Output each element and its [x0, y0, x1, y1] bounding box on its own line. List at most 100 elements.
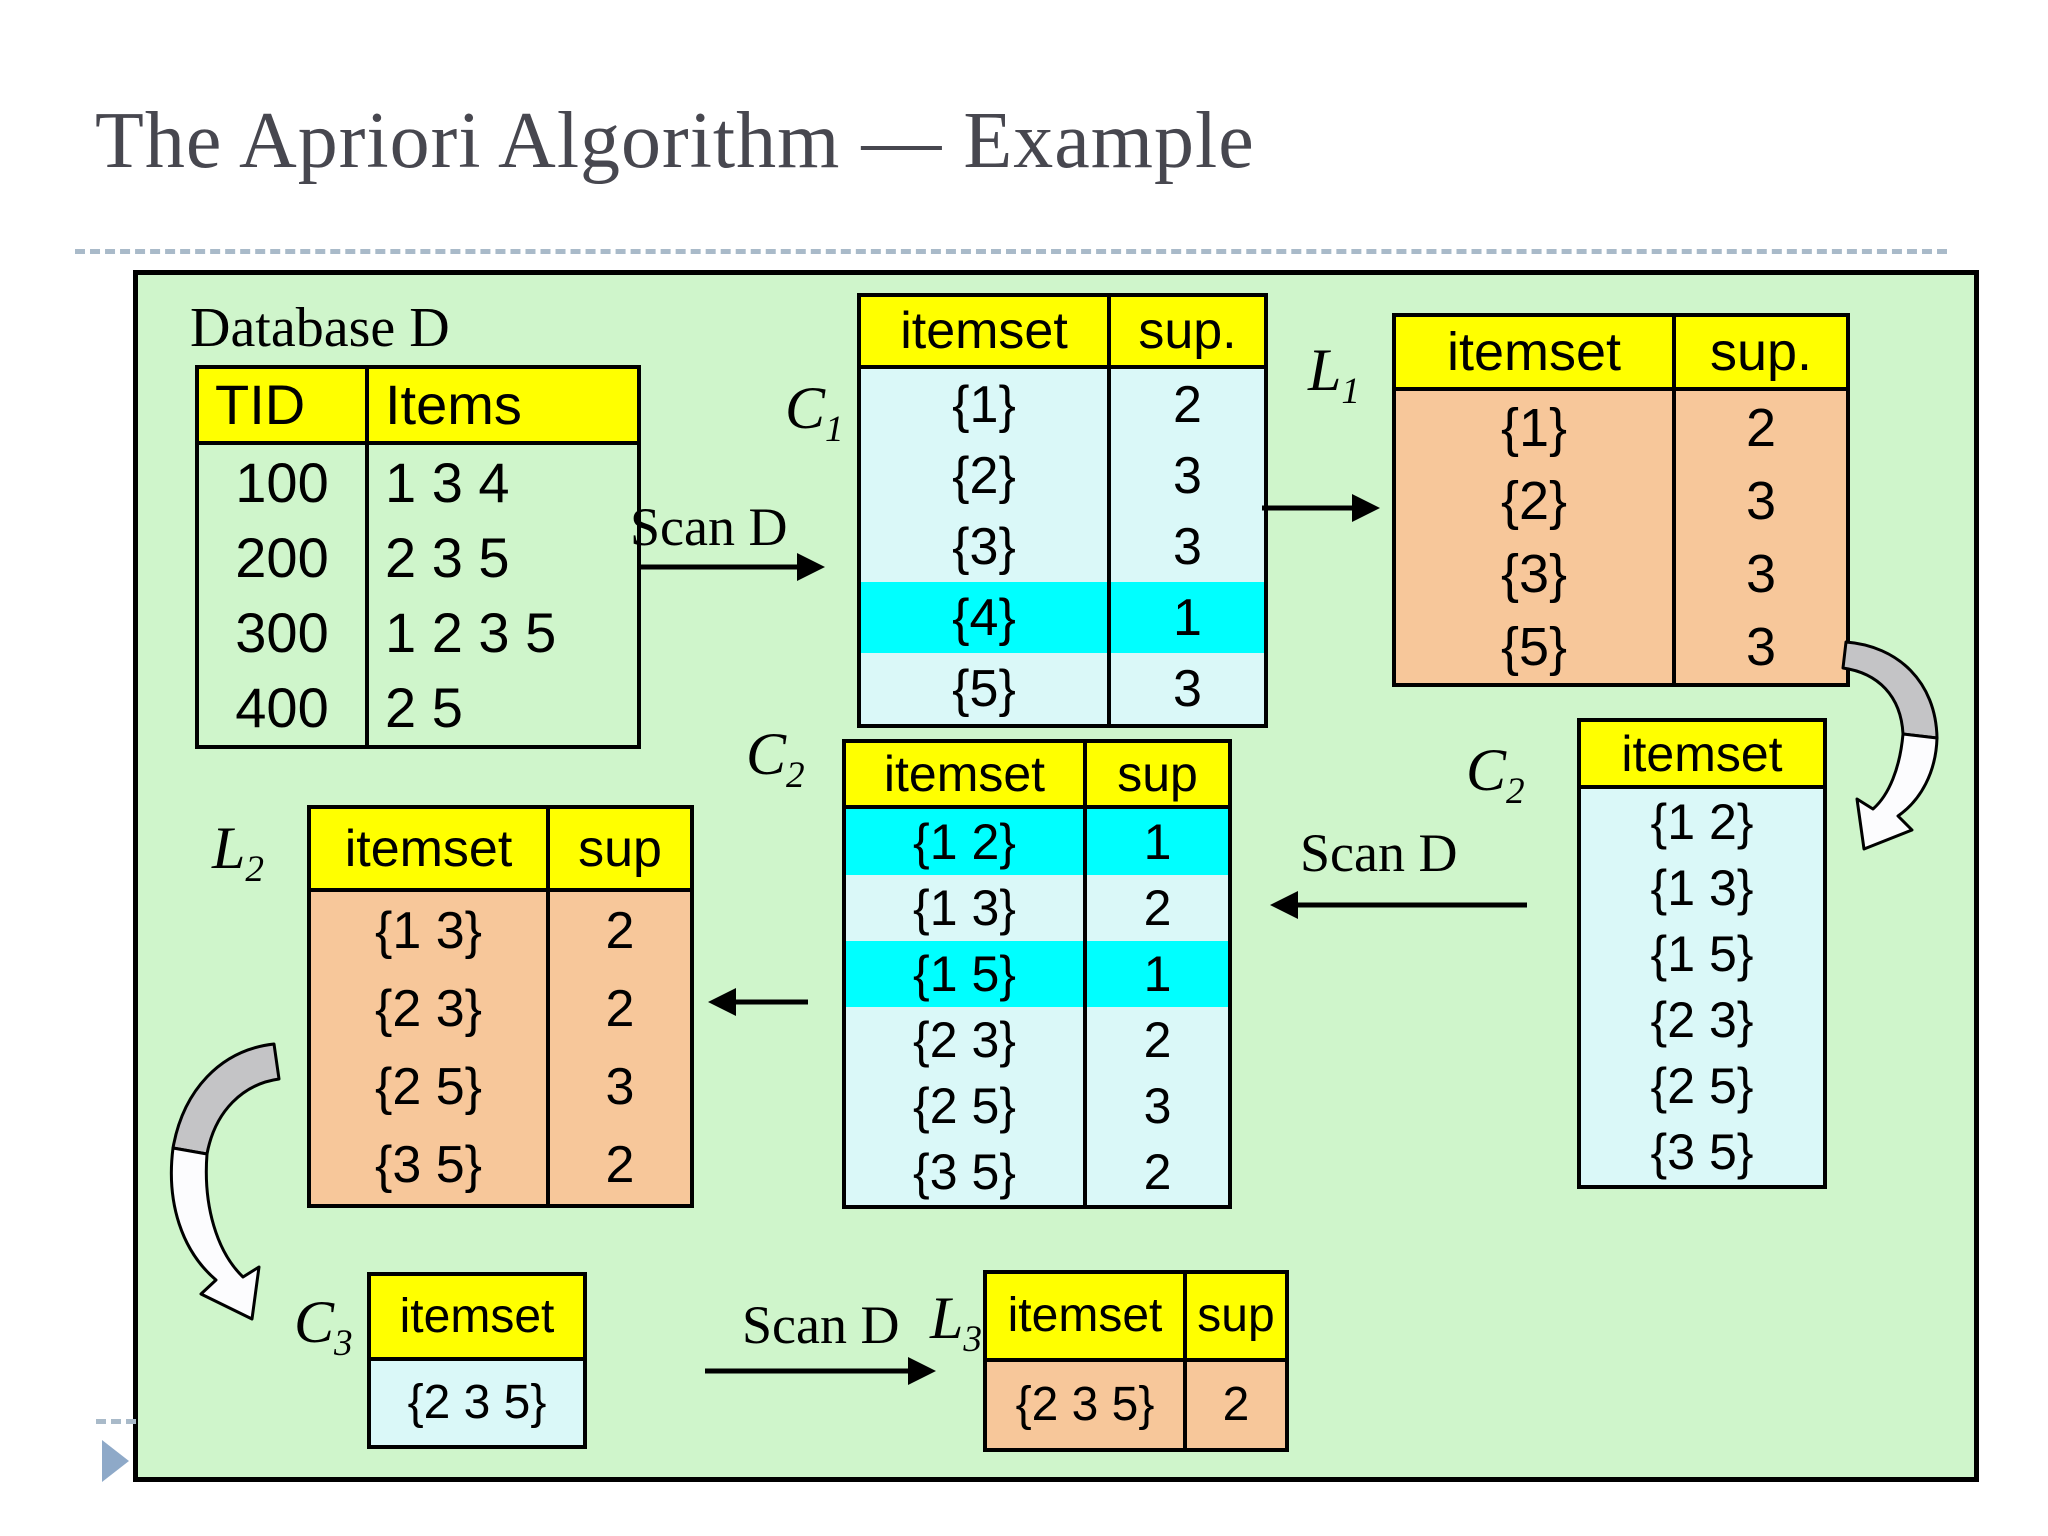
itemset-cell: {1 3} [844, 875, 1085, 941]
itemset-cell: {2 5} [844, 1073, 1085, 1139]
column-header: itemset [369, 1274, 585, 1361]
table-row: 300 1 2 3 5 [197, 595, 639, 670]
itemset-cell: {2 3 5} [985, 1360, 1185, 1450]
table-row: {3 5} [1579, 1119, 1825, 1187]
c3-candidate-table: itemset {2 3 5} [367, 1272, 587, 1449]
tid-cell: 100 [235, 450, 329, 514]
column-header: Items [365, 367, 639, 445]
column-header: itemset [844, 741, 1085, 809]
table-header-row: TID Items [197, 367, 639, 445]
column-header: sup. [1672, 315, 1848, 391]
c2-right-label: C2 [1466, 737, 1525, 813]
column-header: itemset [309, 807, 548, 892]
sup-cell: 3 [1107, 653, 1266, 726]
database-table: TID Items 100 1 3 4 200 2 3 5 300 1 2 3 … [195, 365, 641, 749]
c1-candidate-table: itemset sup. {1} 2 {2} 3 {3} 3 {4} 1 {5}… [857, 293, 1268, 728]
table-row: {1 2} [1579, 787, 1825, 855]
tid-cell: 300 [235, 600, 329, 664]
footer-marker-triangle-icon [102, 1440, 129, 1482]
sup-cell: 2 [1672, 389, 1848, 464]
scan-d-label-2: Scan D [1300, 823, 1458, 883]
table-row: {2} 3 [1394, 464, 1848, 537]
title-divider [75, 249, 1947, 254]
table-row: {2 5} 3 [309, 1048, 692, 1126]
column-header: sup [1083, 741, 1230, 809]
table-row: {3 5} 2 [844, 1139, 1230, 1207]
c2-counted-table: itemset sup {1 2} 1 {1 3} 2 {1 5} 1 {2 3… [842, 739, 1232, 1209]
sup-cell: 2 [546, 970, 692, 1048]
table-row: {2 3} 2 [309, 970, 692, 1048]
sup-cell: 2 [1083, 1139, 1230, 1207]
itemset-cell: {2 5} [1579, 1053, 1825, 1119]
table-row: 400 2 5 [197, 670, 639, 747]
sup-cell: 2 [546, 1126, 692, 1206]
sup-cell: 2 [1083, 875, 1230, 941]
column-header: itemset [1579, 720, 1825, 789]
itemset-cell: {1} [859, 367, 1109, 440]
table-header-row: itemset sup [844, 741, 1230, 809]
sup-cell: 1 [1083, 807, 1230, 875]
itemset-cell: {2 3} [309, 970, 548, 1048]
itemset-cell: {3} [859, 511, 1109, 582]
table-row: {1 3} 2 [844, 875, 1230, 941]
l3-label: L3 [930, 1285, 982, 1361]
sup-cell: 1 [1083, 941, 1230, 1007]
tid-cell: 400 [235, 675, 329, 739]
itemset-cell: {3 5} [309, 1126, 548, 1206]
itemset-cell: {1 5} [1579, 921, 1825, 987]
itemset-cell: {4} [859, 582, 1109, 653]
itemset-cell: {2 3} [1579, 987, 1825, 1053]
table-row: {5} 3 [859, 653, 1266, 726]
column-header: sup. [1107, 295, 1266, 369]
table-row: {3} 3 [1394, 537, 1848, 610]
database-label: Database D [190, 297, 450, 359]
sup-cell: 3 [1672, 610, 1848, 685]
sup-cell: 2 [1107, 367, 1266, 440]
sup-cell: 3 [1672, 464, 1848, 537]
table-row-pruned: {1 2} 1 [844, 807, 1230, 875]
itemset-cell: {2 5} [309, 1048, 548, 1126]
itemset-cell: {3 5} [844, 1139, 1085, 1207]
itemset-cell: {2} [859, 440, 1109, 511]
table-row: {2 3} 2 [844, 1007, 1230, 1073]
itemset-cell: {2 3 5} [369, 1359, 585, 1447]
items-cell: 1 2 3 5 [365, 595, 639, 670]
itemset-cell: {1 3} [309, 890, 548, 970]
slide-title: The Apriori Algorithm — Example [95, 97, 1255, 185]
sup-cell: 3 [546, 1048, 692, 1126]
table-row: {1 5} [1579, 921, 1825, 987]
sup-cell: 2 [1083, 1007, 1230, 1073]
sup-cell: 1 [1107, 582, 1266, 653]
table-header-row: itemset sup. [859, 295, 1266, 369]
table-row: {1} 2 [859, 367, 1266, 440]
itemset-cell: {1} [1394, 389, 1674, 464]
table-row: {3} 3 [859, 511, 1266, 582]
items-cell: 2 3 5 [365, 520, 639, 595]
itemset-cell: {1 5} [844, 941, 1085, 1007]
table-header-row: itemset sup. [1394, 315, 1848, 391]
table-header-row: itemset sup [985, 1272, 1287, 1362]
sup-cell: 3 [1107, 440, 1266, 511]
scan-d-label-3: Scan D [742, 1295, 900, 1355]
table-row: {2} 3 [859, 440, 1266, 511]
l1-label: L1 [1308, 337, 1360, 413]
table-row: {2 3} [1579, 987, 1825, 1053]
column-header: sup [1183, 1272, 1287, 1362]
l2-frequent-table: itemset sup {1 3} 2 {2 3} 2 {2 5} 3 {3 5… [307, 805, 694, 1208]
table-header-row: itemset [369, 1274, 585, 1361]
sup-cell: 2 [1183, 1360, 1287, 1450]
table-row-pruned: {1 5} 1 [844, 941, 1230, 1007]
itemset-cell: {5} [1394, 610, 1674, 685]
table-row: {5} 3 [1394, 610, 1848, 685]
sup-cell: 3 [1107, 511, 1266, 582]
column-header: itemset [985, 1272, 1185, 1362]
table-row-pruned: {4} 1 [859, 582, 1266, 653]
itemset-cell: {1 3} [1579, 855, 1825, 921]
itemset-cell: {5} [859, 653, 1109, 726]
table-row: 100 1 3 4 [197, 443, 639, 520]
table-header-row: itemset sup [309, 807, 692, 892]
itemset-cell: {2} [1394, 464, 1674, 537]
sup-cell: 3 [1083, 1073, 1230, 1139]
table-row: {1 3} 2 [309, 890, 692, 970]
